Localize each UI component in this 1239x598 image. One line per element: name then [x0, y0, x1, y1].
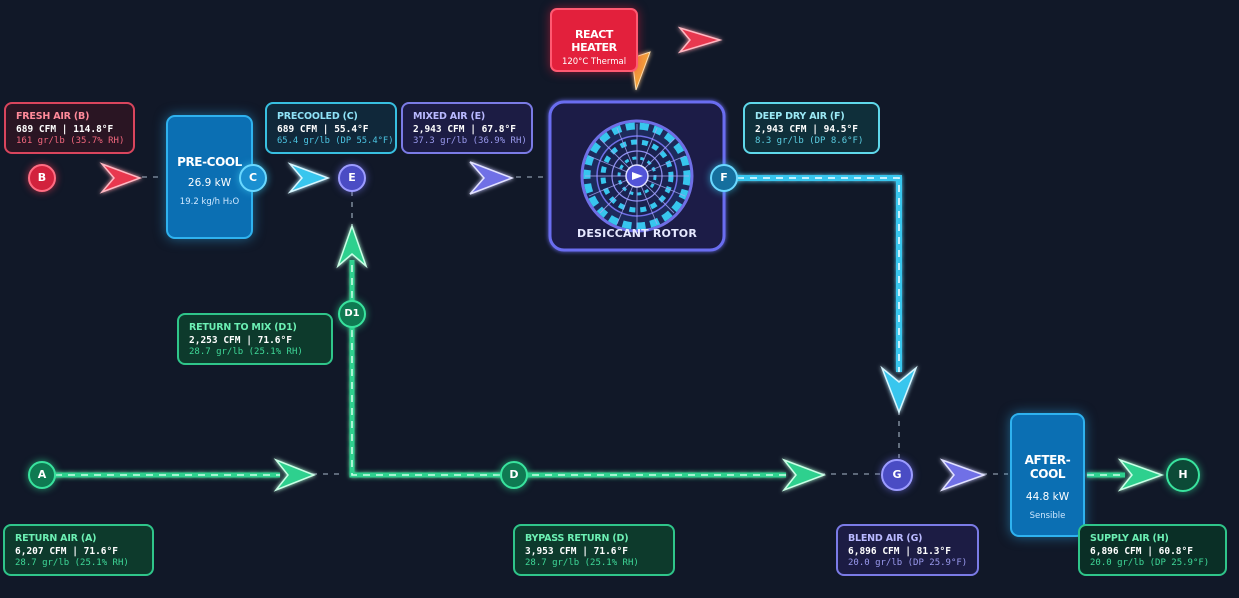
- card-title: RETURN AIR (A): [15, 533, 97, 544]
- card-title: MIXED AIR (E): [413, 111, 486, 122]
- card-humidity: 20.0 gr/lb (DP 25.9°F): [1090, 558, 1210, 568]
- card-flow-temp: 689 CFM | 55.4°F: [277, 124, 369, 135]
- node-b[interactable]: B: [28, 164, 56, 192]
- return-air-pipes: [42, 260, 1125, 478]
- arrow-up-icon: [336, 223, 368, 269]
- arrow-right-icon: [781, 458, 827, 492]
- card-flow-temp: 2,943 CFM | 94.5°F: [755, 124, 858, 135]
- card-humidity: 65.4 gr/lb (DP 55.4°F): [277, 136, 394, 146]
- arrow-down-icon: [880, 365, 918, 415]
- dashed-connectors: [142, 176, 1008, 475]
- card-humidity: 20.0 gr/lb (DP 25.9°F): [848, 558, 968, 568]
- card-flow-temp: 6,896 CFM | 60.8°F: [1090, 546, 1193, 557]
- node-e[interactable]: E: [338, 164, 366, 192]
- card-flow-temp: 689 CFM | 114.8°F: [16, 124, 114, 135]
- after-cool-value: 44.8 kW: [1025, 491, 1070, 503]
- arrow-right-icon: [287, 162, 331, 194]
- card-supply-air: SUPPLY AIR (H) 6,896 CFM | 60.8°F 20.0 g…: [1078, 524, 1227, 576]
- desiccant-rotor-unit: [548, 100, 726, 252]
- pre-cool-value: 26.9 kW: [187, 177, 232, 189]
- node-a[interactable]: A: [28, 461, 56, 489]
- card-title: DEEP DRY AIR (F): [755, 111, 845, 122]
- card-humidity: 28.7 gr/lb (25.1% RH): [15, 558, 129, 568]
- card-flow-temp: 2,253 CFM | 71.6°F: [189, 335, 292, 346]
- arrow-right-icon: [1117, 458, 1165, 492]
- card-blend-air: BLEND AIR (G) 6,896 CFM | 81.3°F 20.0 gr…: [836, 524, 979, 576]
- arrow-right-icon: [677, 26, 723, 54]
- card-flow-temp: 3,953 CFM | 71.6°F: [525, 546, 628, 557]
- card-return-air: RETURN AIR (A) 6,207 CFM | 71.6°F 28.7 g…: [3, 524, 154, 576]
- card-title: FRESH AIR (B): [16, 111, 90, 122]
- card-flow-temp: 6,207 CFM | 71.6°F: [15, 546, 118, 557]
- after-cool-unit: AFTER-COOL 44.8 kW Sensible: [1010, 413, 1085, 537]
- pre-cool-title: PRE-COOL: [177, 155, 242, 169]
- card-return-to-mix: RETURN TO MIX (D1) 2,253 CFM | 71.6°F 28…: [177, 313, 333, 365]
- card-title: RETURN TO MIX (D1): [189, 322, 297, 333]
- arrow-right-icon: [273, 458, 317, 492]
- card-deep-dry-air: DEEP DRY AIR (F) 2,943 CFM | 94.5°F 8.3 …: [743, 102, 880, 154]
- card-title: SUPPLY AIR (H): [1090, 533, 1169, 544]
- heater-subtitle: 120°C Thermal: [561, 57, 627, 67]
- arrow-right-icon: [99, 162, 143, 194]
- node-f[interactable]: F: [710, 164, 738, 192]
- card-title: BYPASS RETURN (D): [525, 533, 629, 544]
- card-humidity: 37.3 gr/lb (36.9% RH): [413, 136, 527, 146]
- arrow-right-icon: [469, 161, 515, 195]
- card-humidity: 28.7 gr/lb (25.1% RH): [189, 347, 303, 357]
- card-humidity: 8.3 gr/lb (DP 8.6°F): [755, 136, 864, 146]
- rotor-wheel-icon: [580, 119, 694, 233]
- card-flow-temp: 6,896 CFM | 81.3°F: [848, 546, 951, 557]
- card-humidity: 28.7 gr/lb (25.1% RH): [525, 558, 639, 568]
- after-cool-sub: Sensible: [1029, 511, 1066, 521]
- node-h[interactable]: H: [1166, 458, 1200, 492]
- card-flow-temp: 2,943 CFM | 67.8°F: [413, 124, 516, 135]
- node-c[interactable]: C: [239, 164, 267, 192]
- card-title: PRECOOLED (C): [277, 111, 358, 122]
- rotor-label: DESICCANT ROTOR: [576, 227, 697, 240]
- pre-cool-sub: 19.2 kg/h H₂O: [179, 197, 240, 207]
- node-d1[interactable]: D1: [338, 300, 366, 328]
- card-humidity: 161 gr/lb (35.7% RH): [16, 136, 125, 146]
- heater-title: REACT HEATER: [571, 28, 617, 54]
- pre-cool-unit: PRE-COOL 26.9 kW 19.2 kg/h H₂O: [166, 115, 253, 239]
- node-g[interactable]: G: [881, 459, 913, 491]
- card-precooled: PRECOOLED (C) 689 CFM | 55.4°F 65.4 gr/l…: [265, 102, 397, 154]
- arrow-right-icon: [939, 458, 987, 492]
- card-mixed-air: MIXED AIR (E) 2,943 CFM | 67.8°F 37.3 gr…: [401, 102, 533, 154]
- card-bypass-return: BYPASS RETURN (D) 3,953 CFM | 71.6°F 28.…: [513, 524, 675, 576]
- node-d[interactable]: D: [500, 461, 528, 489]
- deep-dry-air-pipe: [724, 175, 902, 372]
- card-title: BLEND AIR (G): [848, 533, 923, 544]
- arrowheads: [99, 26, 1165, 492]
- react-heater: REACT HEATER 120°C Thermal: [550, 8, 638, 72]
- after-cool-title: AFTER-COOL: [1024, 453, 1071, 481]
- card-fresh-air: FRESH AIR (B) 689 CFM | 114.8°F 161 gr/l…: [4, 102, 135, 154]
